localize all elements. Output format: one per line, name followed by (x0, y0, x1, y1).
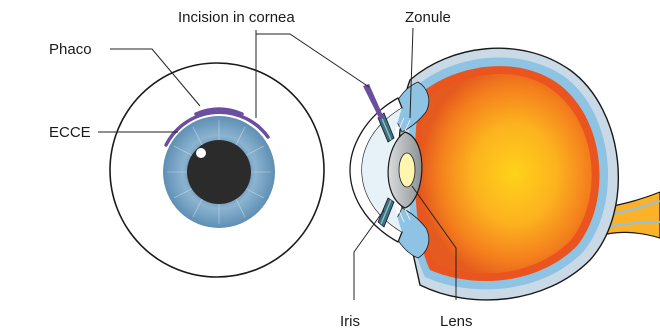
cornea-incision-wedge (363, 84, 384, 120)
vitreous-body (420, 74, 592, 274)
eye-cross-section (350, 48, 660, 300)
pupil-highlight (196, 148, 206, 158)
pupil (187, 140, 251, 204)
iris-label: Iris (340, 313, 360, 330)
lens-nucleus (399, 153, 415, 187)
incision-label: Incision in cornea (178, 9, 295, 26)
lens-label: Lens (440, 313, 473, 330)
zonule-label: Zonule (405, 9, 451, 26)
phaco-label: Phaco (49, 41, 92, 58)
ecce-label: ECCE (49, 124, 91, 141)
front-eye (110, 63, 324, 277)
